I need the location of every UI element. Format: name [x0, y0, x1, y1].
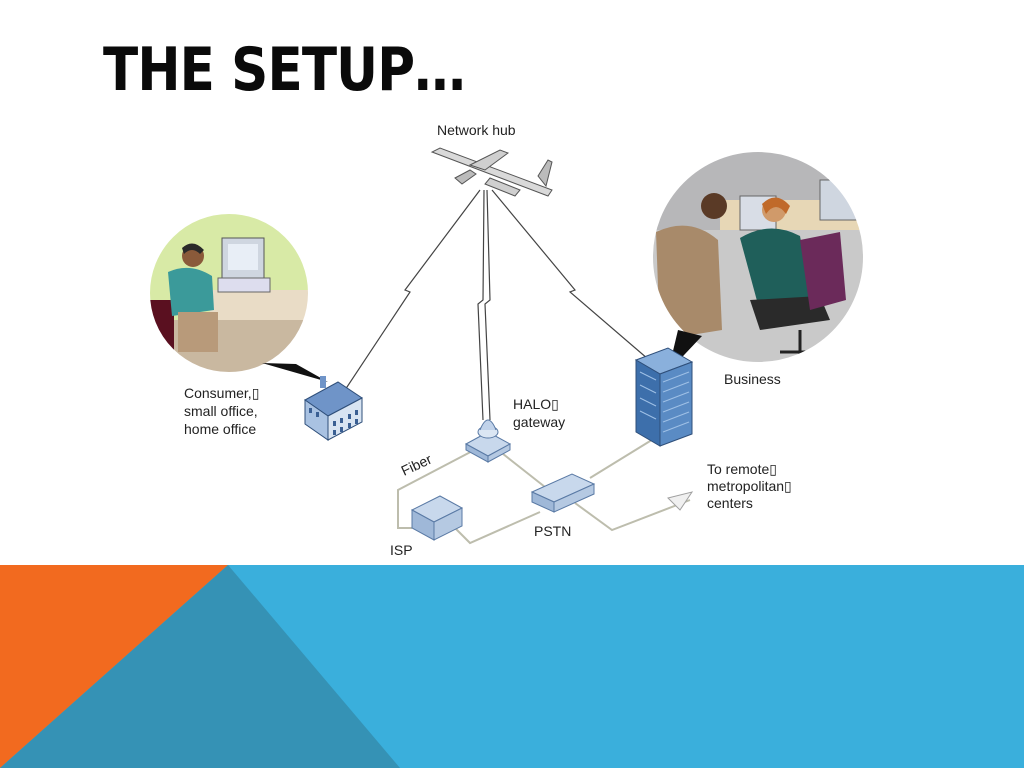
pstn-switch-icon [530, 473, 596, 513]
label-isp: ISP [390, 542, 413, 558]
label-consumer-line3: home office [184, 421, 256, 437]
label-network-hub: Network hub [437, 122, 516, 138]
label-remote-line1: To remote▯ [707, 461, 777, 477]
office-building-icon [634, 347, 694, 447]
airplane-hub-icon [430, 147, 553, 197]
arrow-to-remote-icon [667, 491, 694, 511]
network-diagram: Network hub Consumer,▯ small office, hom… [148, 122, 865, 558]
isp-server-icon [410, 495, 464, 541]
footer-teal-triangle [0, 565, 400, 768]
ground-network-lines [397, 437, 691, 545]
label-consumer-line1: Consumer,▯ [184, 385, 259, 401]
label-consumer-line2: small office, [184, 403, 258, 419]
wireless-links [344, 189, 656, 421]
label-pstn: PSTN [534, 523, 571, 539]
footer-decoration [0, 565, 1024, 768]
business-illustration [651, 150, 865, 372]
halo-gateway-icon [464, 419, 512, 463]
consumer-illustration [148, 212, 328, 382]
label-halo-line2: gateway [513, 414, 565, 430]
label-remote-line3: centers [707, 495, 753, 511]
label-business: Business [724, 371, 781, 387]
house-icon [304, 376, 363, 441]
label-remote-line2: metropolitan▯ [707, 478, 792, 494]
slide-title: THE SETUP… [103, 35, 466, 105]
label-halo-line1: HALO▯ [513, 396, 559, 412]
